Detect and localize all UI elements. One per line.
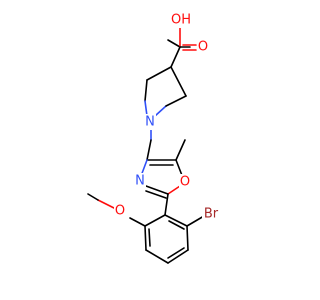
bond-c6-c5 xyxy=(165,95,187,107)
carboxylic-acid-group xyxy=(167,27,197,68)
bond-c4-c3 xyxy=(146,66,172,81)
atom-label-n-oxazole: N xyxy=(135,174,145,189)
bond-ar3-ar4 xyxy=(167,249,189,264)
atom-label-n-piperidine: N xyxy=(145,115,155,130)
bond-ar6-ar1 xyxy=(144,214,166,227)
bond-c2ox-n3-double xyxy=(145,190,167,199)
bond-c3-c2 xyxy=(144,79,148,102)
oxazole-ring xyxy=(140,139,186,199)
bond-o-ch3-black xyxy=(87,193,99,201)
bond-ch2-c4ox xyxy=(146,139,152,161)
atom-label-o-methoxy: O xyxy=(115,204,125,219)
bond-o1-c2ox xyxy=(167,185,181,195)
bond-ar1-ar2 xyxy=(164,214,188,227)
bond-c2ox-aryl xyxy=(164,193,169,216)
bond-c-c4 xyxy=(170,46,181,68)
atom-label-br: Br xyxy=(204,207,219,222)
bond-c-oh xyxy=(167,39,181,48)
atom-label-oh: OH xyxy=(171,13,191,28)
bond-c2ox-n3 xyxy=(145,185,169,195)
atom-label-o-oxazole: O xyxy=(180,175,190,190)
atom-label-o-carbonyl: O xyxy=(198,40,208,55)
piperidine-ring xyxy=(144,66,187,117)
bond-ar5-ar6 xyxy=(144,225,147,251)
bond-c2-n1 xyxy=(144,100,148,117)
bond-ar6-o xyxy=(129,217,146,227)
bond-o-ch3 xyxy=(97,199,115,209)
bond-ar4-ar5 xyxy=(145,249,169,264)
bond-ar2-br xyxy=(186,215,205,227)
substituents xyxy=(87,193,205,227)
bond-ar2-ar3 xyxy=(186,225,189,251)
bond-ar-inner-3 xyxy=(148,228,151,247)
bond-ar-inner-2 xyxy=(167,247,185,259)
aryl-ring xyxy=(144,193,189,264)
chemical-structure-diagram: OH O N N O O Br xyxy=(87,12,220,264)
atom-labels: OH O N N O O Br xyxy=(114,12,220,222)
bond-ar-inner-1 xyxy=(168,220,185,230)
methylene-linker xyxy=(146,125,152,161)
bond-n1-c6 xyxy=(154,105,167,117)
bond-c5-c4 xyxy=(170,66,187,97)
bond-c5ox-methyl xyxy=(175,139,186,161)
